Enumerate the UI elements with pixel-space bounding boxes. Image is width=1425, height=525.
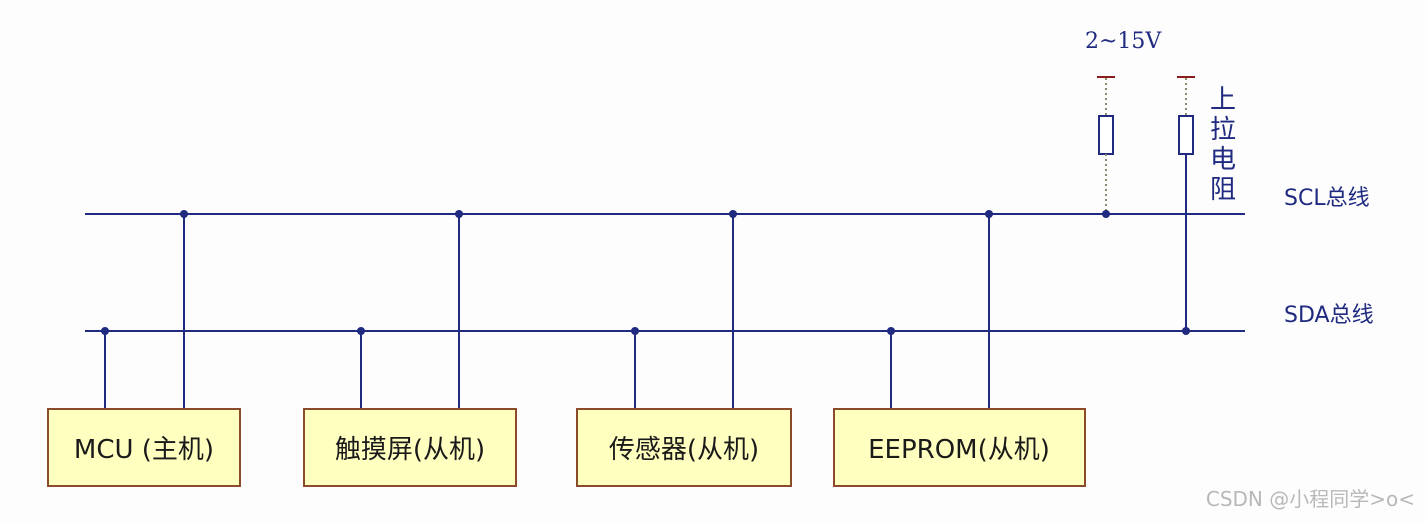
junction-node	[729, 210, 737, 218]
device-box	[303, 408, 517, 487]
device-mcu: MCU (主机)	[47, 408, 241, 487]
junction-node	[887, 327, 895, 335]
junction-node	[357, 327, 365, 335]
voltage-label: 2~15V	[1085, 29, 1162, 54]
resistor-body	[1098, 115, 1114, 155]
junction-node	[455, 210, 463, 218]
sda-bus-label: SDA总线	[1284, 303, 1374, 328]
junction-node	[631, 327, 639, 335]
resistor-body	[1178, 115, 1194, 155]
device-eeprom: EEPROM(从机)	[833, 408, 1086, 487]
device-label: 传感器(从机)	[609, 435, 759, 465]
watermark-text: CSDN @小程同学>o<	[1206, 487, 1415, 511]
scl-bus-label: SCL总线	[1284, 186, 1370, 211]
pullup-resistor-label: 上 拉 电 阻	[1210, 85, 1236, 205]
device-sensor: 传感器(从机)	[576, 408, 792, 487]
junction-node	[180, 210, 188, 218]
junction-node	[985, 210, 993, 218]
pullup-char-4: 阻	[1210, 175, 1236, 205]
pullup-char-3: 电	[1210, 145, 1236, 175]
device-touchscreen: 触摸屏(从机)	[303, 408, 517, 487]
device-box	[47, 408, 241, 487]
junction-node	[101, 327, 109, 335]
scl-pullup-resistor	[1097, 76, 1115, 218]
sda-pullup-resistor	[1177, 76, 1195, 335]
pullup-char-1: 上	[1210, 85, 1236, 115]
device-box	[576, 408, 792, 487]
device-label: EEPROM(从机)	[868, 435, 1050, 465]
device-label: 触摸屏(从机)	[335, 435, 485, 465]
device-label: MCU (主机)	[74, 435, 214, 465]
device-box	[833, 408, 1086, 487]
junction-node	[1182, 327, 1190, 335]
junction-node	[1102, 210, 1110, 218]
pullup-char-2: 拉	[1210, 115, 1236, 145]
